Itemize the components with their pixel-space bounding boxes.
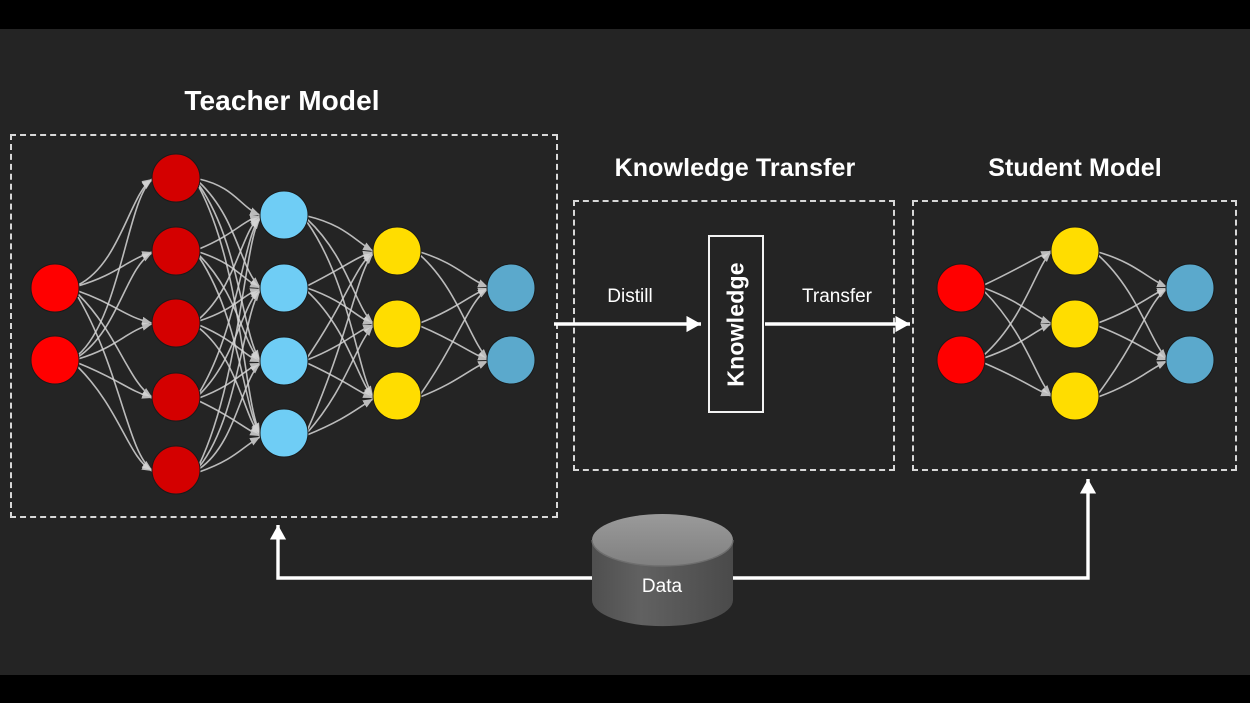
knowledge-transfer-title: Knowledge Transfer bbox=[614, 154, 856, 182]
diagram-canvas: Teacher Model Knowledge Transfer Student… bbox=[0, 29, 1250, 675]
data-cylinder bbox=[591, 514, 734, 627]
knowledge-transfer-box bbox=[573, 200, 895, 471]
distill-label: Distill bbox=[607, 286, 653, 307]
data-store-label: Data bbox=[641, 576, 683, 597]
teacher-model-title: Teacher Model bbox=[184, 85, 380, 116]
teacher-model-box bbox=[10, 134, 558, 518]
data-to-student-arrow bbox=[733, 479, 1097, 580]
student-model-title: Student Model bbox=[988, 154, 1162, 182]
knowledge-box[interactable]: Knowledge bbox=[708, 235, 764, 413]
letterbox-bottom bbox=[0, 675, 1250, 703]
knowledge-label: Knowledge bbox=[722, 261, 749, 387]
letterbox-top bbox=[0, 0, 1250, 29]
data-to-teacher-arrow bbox=[269, 525, 592, 580]
transfer-label: Transfer bbox=[801, 286, 873, 307]
student-model-box bbox=[912, 200, 1237, 471]
